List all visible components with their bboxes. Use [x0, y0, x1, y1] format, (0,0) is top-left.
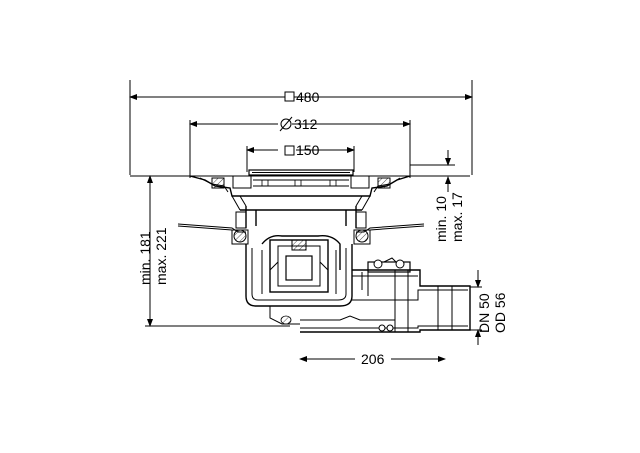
grate [248, 169, 354, 176]
dim-label-dn: DN 50 [476, 293, 492, 333]
dimension-outer-ring: 312 [189, 115, 411, 178]
dim-label-outlet-offset: 206 [361, 351, 385, 367]
upper-body [235, 206, 367, 229]
dimension-height: min. 181 max. 221 [137, 175, 290, 327]
dimension-overall-width: 480 [129, 80, 473, 175]
square-symbol [278, 141, 296, 157]
outlet-pipe [300, 257, 471, 333]
drain-body [177, 169, 471, 333]
dimension-outlet-offset: 206 [299, 350, 446, 368]
trap-body [245, 234, 353, 325]
membrane-flange [177, 223, 425, 245]
dimension-adjustment: min. 10 max. 17 [410, 150, 465, 242]
dim-label-od: OD 56 [492, 292, 508, 333]
dim-label-height-min: min. 181 [137, 231, 153, 285]
square-symbol [284, 91, 295, 102]
dim-label-adjust-max: max. 17 [449, 192, 465, 242]
dim-label-height-max: max. 221 [153, 227, 169, 285]
dimension-grate: 150 [246, 141, 355, 172]
dim-label-adjust-min: min. 10 [433, 196, 449, 242]
dim-label-grate: 150 [296, 142, 320, 158]
dimension-pipe-diameter: DN 50 OD 56 [470, 270, 508, 345]
dim-label-overall-width: 480 [296, 89, 320, 105]
top-frame [189, 175, 411, 211]
dim-label-outer-ring: 312 [294, 116, 318, 132]
diameter-symbol [278, 115, 293, 132]
